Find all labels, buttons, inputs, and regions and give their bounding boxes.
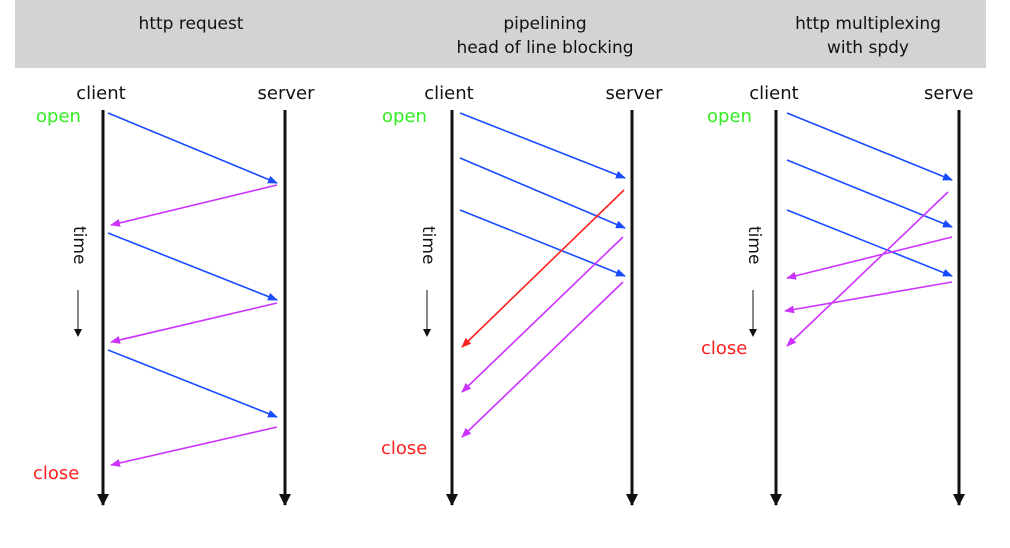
- close-label: close: [381, 438, 428, 459]
- open-label: open: [36, 106, 81, 127]
- request-arrow: [786, 112, 953, 181]
- time-label: time: [418, 226, 438, 265]
- request-arrow: [107, 232, 278, 301]
- blocked-response-arrow: [461, 189, 625, 348]
- panel-title-http-request: http request: [138, 14, 244, 34]
- diagram-clip: http request pipelining head of line blo…: [15, 0, 986, 506]
- time-label: time: [69, 226, 89, 265]
- response-arrow: [786, 191, 949, 347]
- response-arrow: [461, 236, 624, 393]
- client-label: client: [749, 83, 799, 104]
- server-label: serve: [924, 83, 974, 104]
- close-label: close: [33, 463, 80, 484]
- close-label: close: [701, 338, 748, 359]
- client-label: client: [424, 83, 474, 104]
- request-arrow: [786, 209, 953, 277]
- response-arrow: [110, 302, 278, 344]
- request-arrow: [107, 112, 278, 184]
- server-label: server: [257, 83, 315, 104]
- response-arrow: [110, 184, 278, 227]
- server-label: server: [605, 83, 663, 104]
- time-label: time: [744, 226, 764, 265]
- response-arrow: [784, 281, 953, 314]
- header-band: [15, 0, 986, 68]
- request-arrow: [459, 209, 626, 277]
- request-arrow: [459, 112, 626, 179]
- panel-title-multiplexing: http multiplexing with spdy: [795, 14, 941, 58]
- request-arrow: [107, 349, 278, 418]
- panel-title-pipelining: pipelining head of line blocking: [456, 14, 634, 58]
- response-arrow: [461, 281, 624, 438]
- request-arrow: [786, 159, 953, 228]
- open-label: open: [707, 106, 752, 127]
- open-label: open: [382, 106, 427, 127]
- response-arrow: [110, 426, 278, 467]
- client-label: client: [76, 83, 126, 104]
- response-arrow: [786, 236, 953, 280]
- sequence-diagrams: [74, 110, 965, 506]
